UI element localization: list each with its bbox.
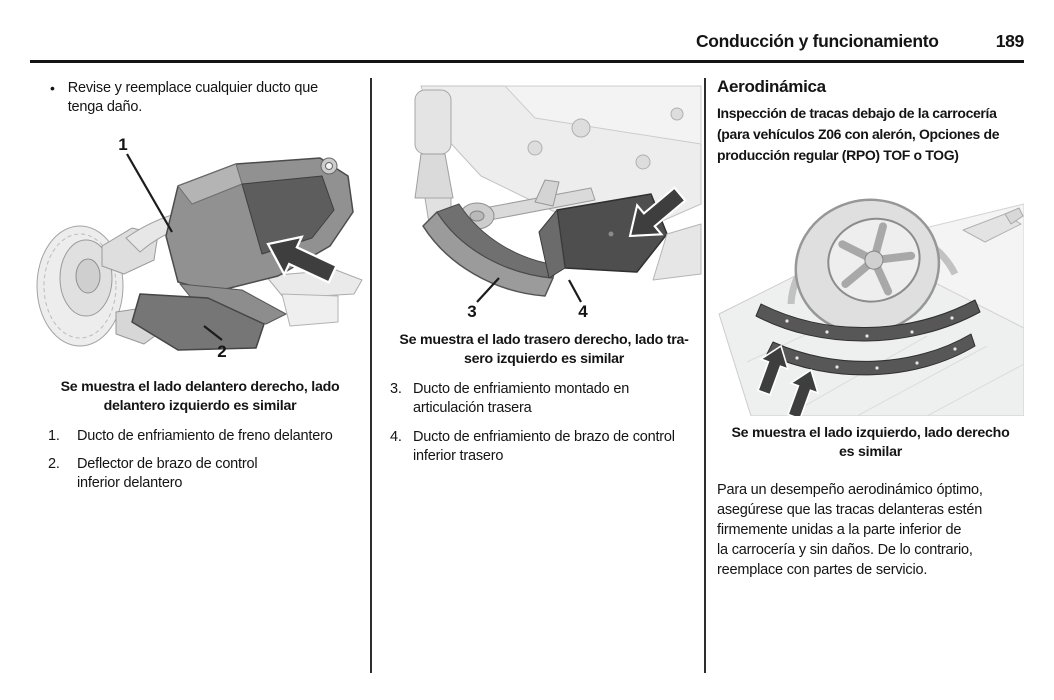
- bullet-list-item: • Revise y reemplace cualquier ducto que…: [50, 79, 318, 117]
- airflow-arrow-icon: [628, 186, 687, 238]
- strake-arrow-icon: [786, 368, 820, 416]
- callout-2-label: 2: [217, 342, 226, 361]
- column-middle: 3 4 Se muestra el lado trasero derecho, …: [385, 0, 703, 700]
- list-item: 1. Ducto de enfriamiento de freno delant…: [48, 427, 333, 446]
- strake-arrow-icon: [756, 344, 790, 396]
- underbody-strakes-art: [718, 198, 1024, 416]
- list-item-number: 1.: [48, 428, 60, 444]
- underbody-drawing: [718, 198, 1024, 416]
- underbody-strakes-figure: [717, 186, 1024, 416]
- front-brake-assembly-drawing: [36, 157, 363, 351]
- wheel-drawing: [794, 198, 941, 334]
- callout-4-label: 4: [578, 302, 588, 320]
- front-brake-cooling-duct-figure: 1 2: [30, 126, 370, 366]
- callout-1-label: 1: [118, 135, 127, 154]
- callout-4-leader: [568, 279, 582, 303]
- column-right: Aerodinámica Inspección de tracas debajo…: [717, 0, 1024, 700]
- section-heading: Aerodinámica: [717, 77, 826, 96]
- rear-suspension-drawing: [414, 85, 702, 297]
- page-number: 189: [995, 31, 1025, 51]
- bullet-text: Revise y reemplace cualquier ducto que t…: [67, 80, 319, 115]
- figure-caption: Se muestra el lado delantero derecho, la…: [60, 379, 340, 414]
- list-item-text: Deflector de brazo de control inferior d…: [77, 456, 258, 491]
- list-item-number: 4.: [390, 429, 402, 445]
- callout-3-label: 3: [467, 302, 476, 320]
- bullet-icon: •: [50, 80, 55, 96]
- list-item-number: 2.: [48, 456, 60, 472]
- column-divider-left: [370, 78, 372, 673]
- column-left: • Revise y reemplace cualquier ducto que…: [30, 0, 370, 700]
- body-paragraph: Para un desempeño aerodinámico óptimo, a…: [717, 482, 983, 578]
- list-item-text: Ducto de enfriamiento montado en articul…: [413, 381, 630, 416]
- list-item-number: 3.: [390, 381, 402, 397]
- list-item: 2. Deflector de brazo de control inferio…: [48, 455, 258, 493]
- strake-upper: [755, 299, 981, 342]
- page-header: Conducción y funcionamiento 189: [30, 31, 1024, 52]
- callout-2-leader: [203, 325, 223, 341]
- rear-ducts-art: 3 4: [414, 85, 702, 320]
- callout-3-leader: [476, 277, 500, 303]
- callout-1-leader: [126, 153, 173, 233]
- airflow-arrow-icon: [266, 235, 339, 284]
- rear-cooling-ducts-figure: 3 4: [385, 84, 703, 320]
- strake-lower: [766, 333, 976, 376]
- front-duct-art: 1 2: [36, 135, 363, 361]
- header-rule: [30, 60, 1024, 63]
- figure-caption: Se muestra el lado izquierdo, lado derec…: [731, 425, 1010, 460]
- section-subheading: Inspección de tracas debajo de la carroc…: [717, 105, 1000, 163]
- chapter-title: Conducción y funcionamiento: [695, 31, 939, 51]
- list-item: 4. Ducto de enfriamiento de brazo de con…: [390, 428, 675, 466]
- list-item: 3. Ducto de enfriamiento montado en arti…: [390, 380, 629, 418]
- figure-caption: Se muestra el lado trasero derecho, lado…: [399, 332, 689, 367]
- list-item-text: Ducto de enfriamiento de freno delantero: [77, 428, 333, 444]
- list-item-text: Ducto de enfriamiento de brazo de contro…: [413, 429, 675, 464]
- column-divider-right: [704, 78, 706, 673]
